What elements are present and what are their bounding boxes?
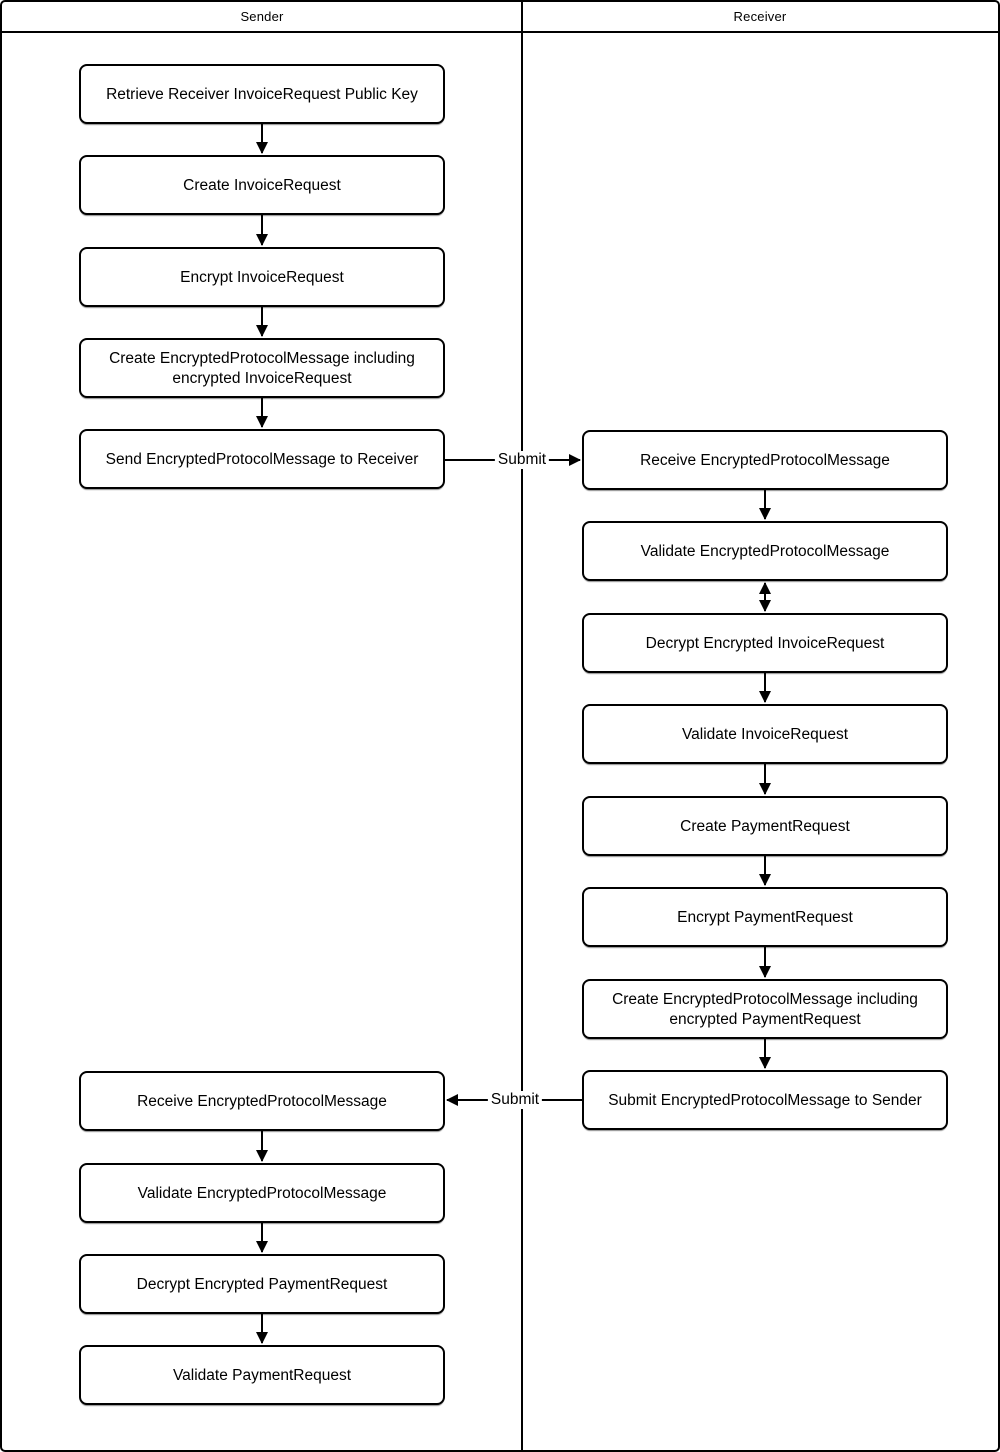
node-retrieve-public-key: Retrieve Receiver InvoiceRequest Public … — [79, 64, 445, 124]
node-create-payment-request: Create PaymentRequest — [582, 796, 948, 856]
lane-header-receiver: Receiver — [522, 2, 998, 31]
node-receiver-receive-epm: Receive EncryptedProtocolMessage — [582, 430, 948, 490]
node-validate-invoice-request: Validate InvoiceRequest — [582, 704, 948, 764]
node-decrypt-invoice-request: Decrypt Encrypted InvoiceRequest — [582, 613, 948, 673]
edge-label-submit-to-sender: Submit — [487, 1091, 543, 1109]
lane-sender-label: Sender — [240, 9, 284, 24]
node-decrypt-payment-request: Decrypt Encrypted PaymentRequest — [79, 1254, 445, 1314]
lane-header-sender: Sender — [2, 2, 522, 31]
node-sender-validate-epm: Validate EncryptedProtocolMessage — [79, 1163, 445, 1223]
node-validate-payment-request: Validate PaymentRequest — [79, 1345, 445, 1405]
lane-header-row: Sender Receiver — [2, 2, 998, 33]
node-create-epm-payment: Create EncryptedProtocolMessage includin… — [582, 979, 948, 1039]
node-receiver-validate-epm: Validate EncryptedProtocolMessage — [582, 521, 948, 581]
node-encrypt-payment-request: Encrypt PaymentRequest — [582, 887, 948, 947]
node-sender-receive-epm: Receive EncryptedProtocolMessage — [79, 1071, 445, 1131]
node-send-epm-to-receiver: Send EncryptedProtocolMessage to Receive… — [79, 429, 445, 489]
node-create-epm-invoice: Create EncryptedProtocolMessage includin… — [79, 338, 445, 398]
node-create-invoice-request: Create InvoiceRequest — [79, 155, 445, 215]
node-encrypt-invoice-request: Encrypt InvoiceRequest — [79, 247, 445, 307]
edge-label-submit-to-receiver: Submit — [494, 451, 550, 469]
node-submit-epm-to-sender: Submit EncryptedProtocolMessage to Sende… — [582, 1070, 948, 1130]
lane-receiver-label: Receiver — [733, 9, 787, 24]
